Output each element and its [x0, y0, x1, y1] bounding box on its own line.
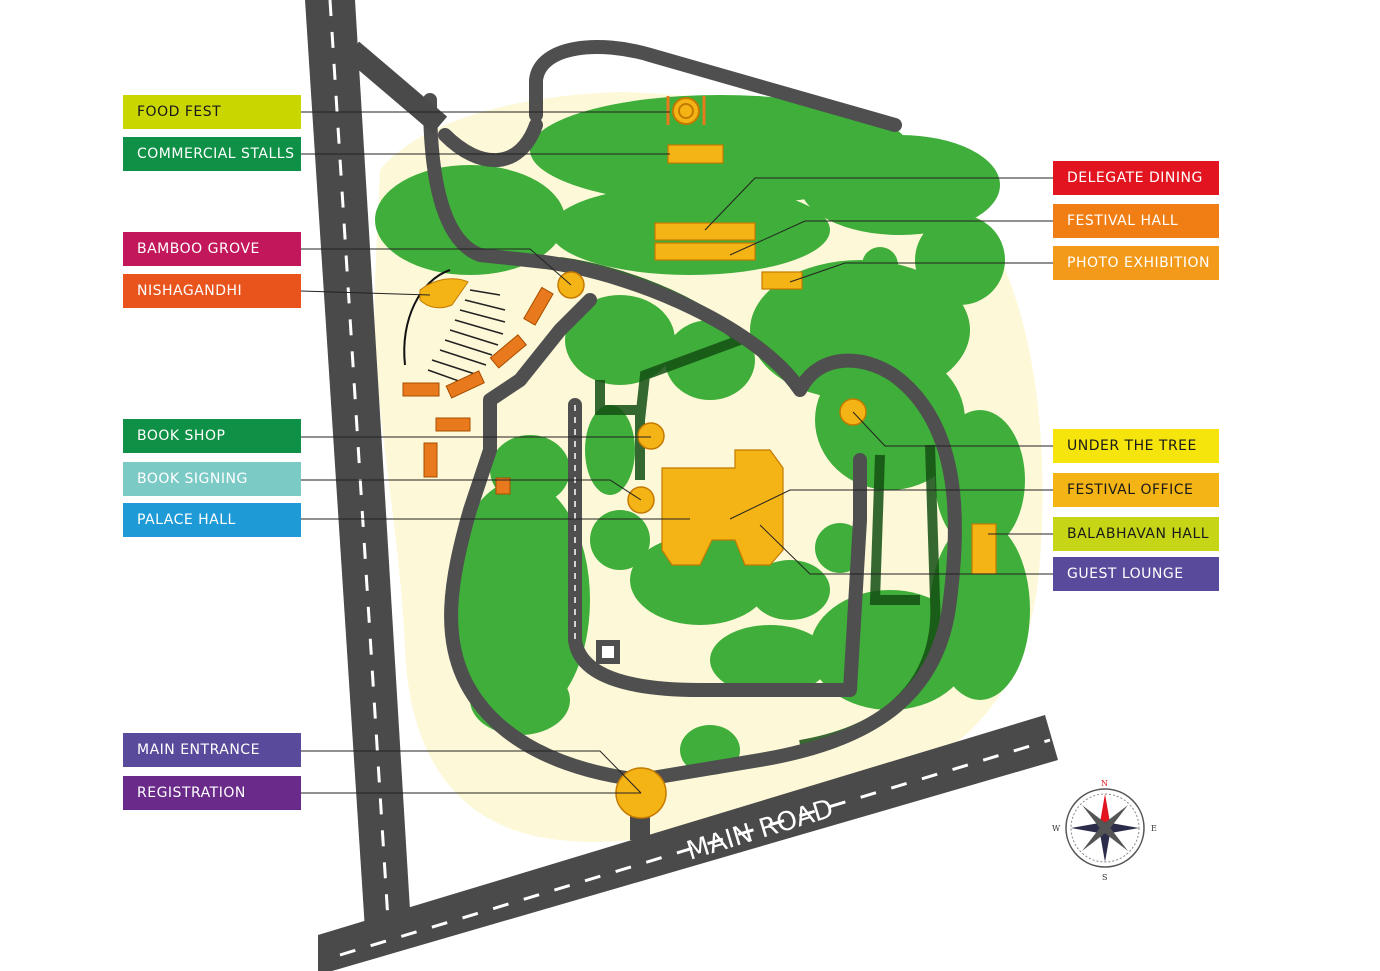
tree-canopy: [375, 95, 1030, 775]
campus-road: [423, 40, 962, 787]
label-food-fest: FOOD FEST: [123, 95, 301, 129]
amphitheatre: [403, 269, 506, 386]
compass-rose: N S W E: [1052, 779, 1157, 882]
buildings: [654, 144, 997, 575]
label-guest-lounge: GUEST LOUNGE: [1053, 557, 1219, 591]
label-delegate-dining: DELEGATE DINING: [1053, 161, 1219, 195]
label-book-shop: BOOK SHOP: [123, 419, 301, 453]
bamboo-grove-stalls: [402, 286, 554, 495]
compass-s: S: [1102, 873, 1107, 882]
monument: [596, 640, 620, 664]
label-main-entrance: MAIN ENTRANCE: [123, 733, 301, 767]
label-festival-hall: FESTIVAL HALL: [1053, 204, 1219, 238]
food-fest-icon: [666, 96, 706, 125]
compass-e: E: [1151, 824, 1157, 833]
label-registration: REGISTRATION: [123, 776, 301, 810]
label-book-signing-venue: BOOK SIGNING VENUE: [123, 462, 301, 521]
label-bamboo-grove: BAMBOO GROVE: [123, 232, 301, 266]
label-balabhavan-hall: BALABHAVAN HALL: [1053, 517, 1219, 551]
label-nishagandhi: NISHAGANDHI: [123, 274, 301, 308]
label-festival-office: FESTIVAL OFFICE: [1053, 473, 1219, 507]
label-under-the-tree: UNDER THE TREE: [1053, 429, 1219, 463]
label-commercial-stalls: COMMERCIAL STALLS: [123, 137, 301, 171]
compass-north-needle: [1099, 794, 1111, 828]
leader-lines: [300, 111, 1053, 794]
label-photo-exhibition: PHOTO EXHIBITION: [1053, 246, 1219, 280]
label-palace-hall: PALACE HALL: [123, 503, 301, 537]
compass-n: N: [1101, 779, 1108, 788]
compass-w: W: [1052, 824, 1061, 833]
